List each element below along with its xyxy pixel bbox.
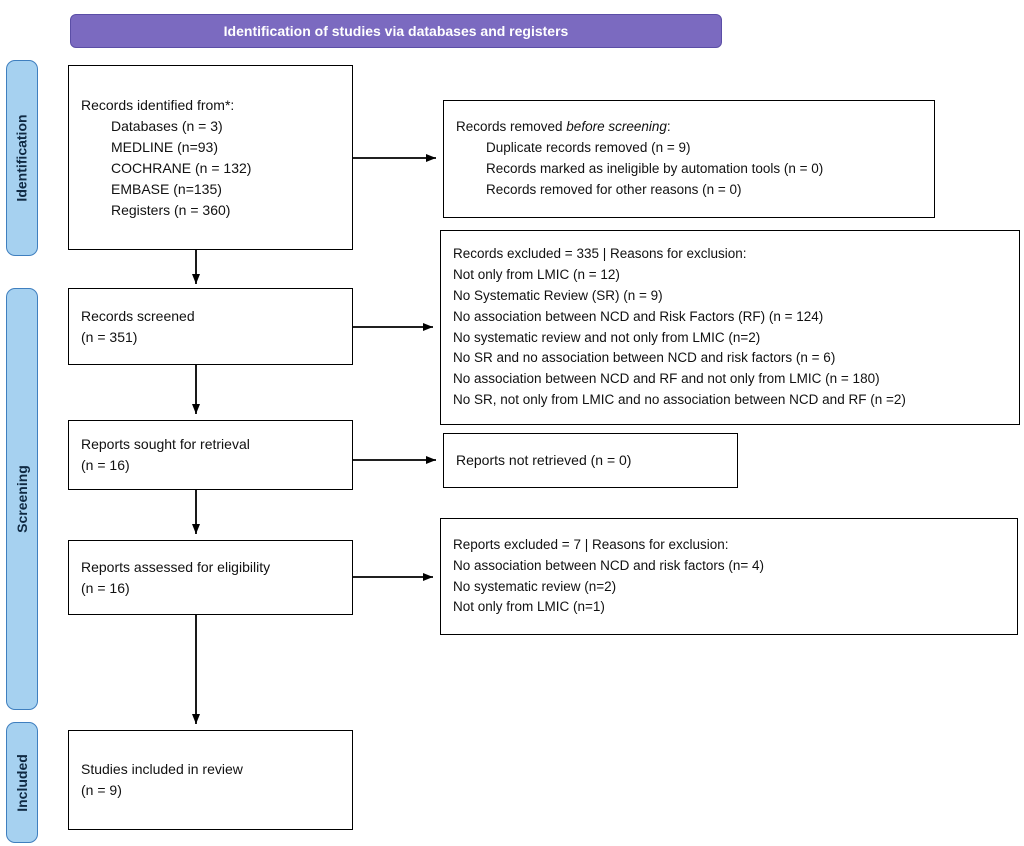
box-reports-assessed: Reports assessed for eligibility (n = 16…	[68, 540, 353, 615]
box-reports-excluded: Reports excluded = 7 | Reasons for exclu…	[440, 518, 1018, 635]
box-reports-excluded-line: Reports excluded = 7 | Reasons for exclu…	[453, 536, 729, 552]
box-reports-excluded-line: Not only from LMIC (n=1)	[453, 599, 605, 615]
stage-included: Included	[6, 722, 38, 843]
box-records-identified-title: Records identified from*:	[81, 96, 235, 113]
box-reports-not-retrieved: Reports not retrieved (n = 0)	[443, 433, 738, 488]
box-records-excluded-line: No SR and no association between NCD and…	[453, 350, 836, 366]
box-records-identified: Records identified from*: Databases (n =…	[68, 65, 353, 250]
stage-screening: Screening	[6, 288, 38, 710]
box-reports-sought: Reports sought for retrieval (n = 16)	[68, 420, 353, 490]
box-records-excluded-line: No SR, not only from LMIC and no associa…	[453, 392, 906, 408]
box-records-screened-line: (n = 351)	[81, 328, 138, 345]
box-records-identified-item: Databases (n = 3)	[111, 117, 223, 134]
box-records-identified-item: EMBASE (n=135)	[111, 180, 222, 197]
box-records-removed-item: Duplicate records removed (n = 9)	[486, 140, 691, 156]
box-records-removed: Records removed before screening: Duplic…	[443, 100, 935, 218]
box-records-excluded: Records excluded = 335 | Reasons for exc…	[440, 230, 1020, 425]
box-records-excluded-line: No association between NCD and Risk Fact…	[453, 308, 824, 324]
box-reports-sought-line: (n = 16)	[81, 457, 130, 473]
box-records-removed-item: Records removed for other reasons (n = 0…	[486, 181, 742, 197]
stage-identification-label: Identification	[14, 114, 30, 202]
box-reports-sought-line: Reports sought for retrieval	[81, 436, 250, 452]
box-records-excluded-line: No association between NCD and RF and no…	[453, 371, 880, 387]
stage-included-label: Included	[14, 753, 30, 812]
box-records-removed-item: Records marked as ineligible by automati…	[486, 161, 824, 176]
box-records-identified-item: MEDLINE (n=93)	[111, 138, 218, 155]
box-reports-excluded-line: No association between NCD and risk fact…	[453, 557, 765, 573]
box-records-removed-title: Records removed before screening:	[456, 119, 671, 135]
box-studies-included: Studies included in review (n = 9)	[68, 730, 353, 830]
box-reports-not-retrieved-line: Reports not retrieved (n = 0)	[456, 452, 632, 468]
box-records-identified-item: COCHRANE (n = 132)	[111, 159, 252, 176]
banner-title: Identification of studies via databases …	[223, 23, 569, 39]
stage-identification: Identification	[6, 60, 38, 256]
box-reports-excluded-line: No systematic review (n=2)	[453, 578, 617, 594]
box-reports-assessed-line: (n = 16)	[81, 579, 130, 596]
box-reports-assessed-line: Reports assessed for eligibility	[81, 558, 271, 575]
box-records-excluded-line: No systematic review and not only from L…	[453, 329, 761, 345]
banner: Identification of studies via databases …	[70, 14, 722, 48]
box-records-excluded-line: No Systematic Review (SR) (n = 9)	[453, 287, 663, 303]
box-records-screened: Records screened (n = 351)	[68, 288, 353, 365]
stage-screening-label: Screening	[14, 465, 31, 533]
box-studies-included-line: Studies included in review	[81, 761, 243, 777]
box-records-screened-line: Records screened	[81, 307, 195, 324]
box-records-excluded-line: Not only from LMIC (n = 12)	[453, 266, 620, 282]
box-studies-included-line: (n = 9)	[81, 782, 122, 798]
box-records-excluded-line: Records excluded = 335 | Reasons for exc…	[453, 245, 747, 261]
box-records-identified-item: Registers (n = 360)	[111, 201, 231, 218]
